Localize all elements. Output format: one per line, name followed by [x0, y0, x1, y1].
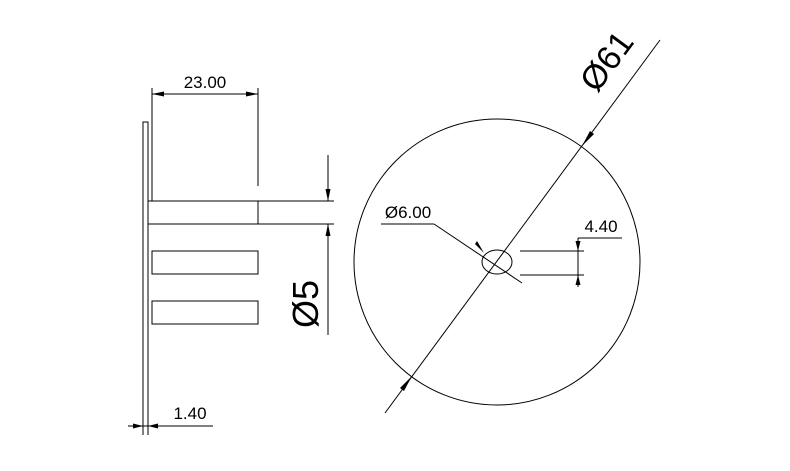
front-view: Ø61 Ø6.00 4.40	[353, 24, 661, 414]
pin-middle	[151, 250, 259, 275]
hole-diameter-label: Ø6.00	[385, 203, 431, 222]
base-plate	[142, 121, 149, 427]
pin-top	[147, 200, 259, 225]
dimension-hole-offset: 4.40	[520, 217, 622, 287]
pin-bottom	[151, 300, 259, 325]
shaft-length-label: 23.00	[184, 73, 227, 92]
side-view: 23.00 Ø5 1.40	[128, 73, 334, 435]
pin-diameter-label: Ø5	[285, 280, 326, 328]
dimension-shaft-length: 23.00	[151, 73, 259, 201]
outer-diameter-label: Ø61	[573, 24, 642, 98]
dimension-plate-thickness: 1.40	[128, 404, 213, 435]
plate-thickness-label: 1.40	[173, 404, 206, 423]
center-hole	[481, 249, 513, 275]
dimension-pin-diameter: Ø5	[258, 155, 334, 335]
outer-disc-circle	[353, 118, 641, 406]
hole-offset-label: 4.40	[584, 217, 617, 236]
dimension-hole-diameter: Ø6.00	[381, 203, 523, 284]
